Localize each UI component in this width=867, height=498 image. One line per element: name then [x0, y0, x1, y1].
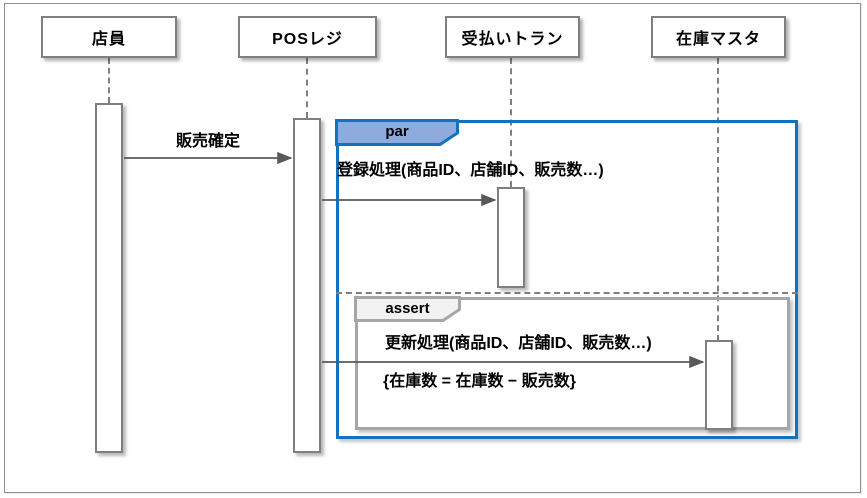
par-fragment	[336, 120, 798, 439]
activation-clerk	[95, 103, 123, 453]
actor-box-clerk: 店員	[41, 16, 177, 58]
activation-stock-master	[705, 340, 733, 430]
activation-pos-register	[293, 118, 321, 453]
lifeline-pos-register	[306, 58, 308, 118]
assert-pentagon-shape	[354, 296, 461, 322]
assert-fragment-header: assert	[354, 296, 461, 322]
par-pentagon-shape	[335, 119, 459, 146]
actor-label-pos-register: POSレジ	[272, 31, 343, 48]
diagram-outer-frame	[4, 3, 861, 493]
par-fragment-label: par	[385, 123, 409, 140]
lifeline-stock-master	[717, 58, 719, 341]
lifeline-clerk	[108, 58, 110, 103]
actor-box-pos-register: POSレジ	[238, 16, 377, 58]
constraint-label: {在庫数 = 在庫数 − 販売数}	[383, 373, 576, 390]
assert-fragment-label: assert	[385, 299, 430, 317]
par-fragment-header: par	[335, 119, 459, 146]
activation-payment-tran	[497, 187, 525, 288]
message-label-register: 登録処理(商品ID、店舗ID、販売数…)	[337, 162, 604, 179]
message-label-update: 更新処理(商品ID、店舗ID、販売数…)	[385, 335, 652, 352]
assert-fragment	[355, 297, 790, 430]
actor-box-stock-master: 在庫マスタ	[651, 16, 786, 58]
actor-label-payment-tran: 受払いトラン	[461, 31, 564, 48]
message-label-sale-confirm: 販売確定	[175, 133, 240, 150]
actor-label-clerk: 店員	[91, 31, 126, 48]
actor-box-payment-tran: 受払いトラン	[445, 16, 580, 58]
par-operand-separator	[336, 292, 798, 294]
actor-label-stock-master: 在庫マスタ	[675, 31, 761, 48]
